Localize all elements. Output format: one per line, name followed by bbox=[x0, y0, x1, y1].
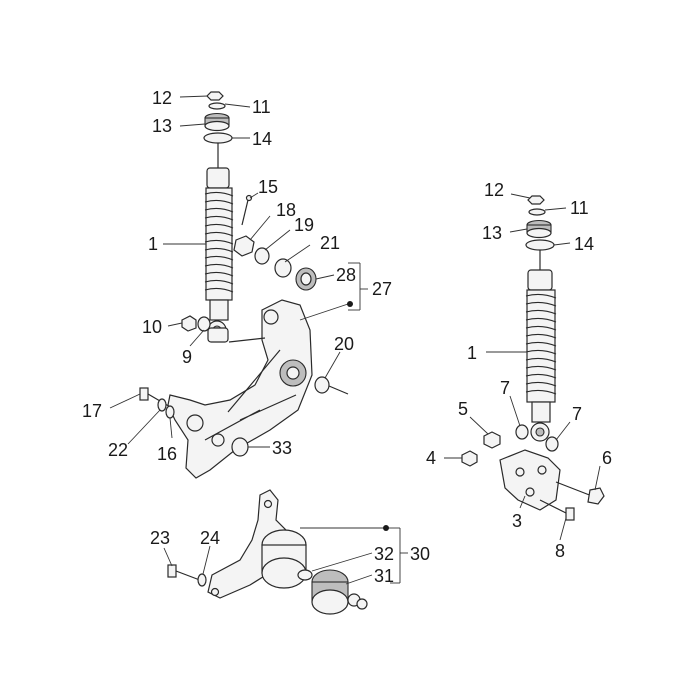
callout-8: 8 bbox=[555, 541, 565, 561]
callout-22: 22 bbox=[108, 440, 128, 460]
left-rubber-bush bbox=[204, 112, 230, 132]
washer-19 bbox=[254, 247, 270, 265]
callout-11-right: 11 bbox=[570, 198, 589, 218]
callout-labels: 12 11 13 14 15 18 1 19 21 28 27 10 9 20 … bbox=[82, 88, 612, 586]
washer-9 bbox=[197, 316, 211, 332]
callout-32: 32 bbox=[374, 544, 394, 564]
bolt-17 bbox=[139, 387, 173, 409]
callout-33: 33 bbox=[272, 438, 292, 458]
callout-3: 3 bbox=[512, 511, 522, 531]
callout-24: 24 bbox=[200, 528, 220, 548]
silent-block-31 bbox=[311, 569, 368, 615]
left-top-nut bbox=[206, 91, 224, 101]
callout-4: 4 bbox=[426, 448, 436, 468]
washer-22 bbox=[157, 398, 167, 412]
nut-18 bbox=[233, 235, 255, 257]
callout-12-left: 12 bbox=[152, 88, 172, 108]
callout-1-right: 1 bbox=[467, 343, 477, 363]
nut-10 bbox=[181, 315, 197, 332]
callout-30: 30 bbox=[410, 544, 430, 564]
nut-4 bbox=[461, 450, 478, 467]
bolt-8 bbox=[539, 499, 575, 521]
callout-10: 10 bbox=[142, 317, 162, 337]
split-pin-15 bbox=[241, 194, 253, 226]
callout-5: 5 bbox=[458, 399, 468, 419]
washer-24 bbox=[197, 573, 207, 587]
callout-19: 19 bbox=[294, 215, 314, 235]
callout-7-left: 7 bbox=[500, 378, 510, 398]
callout-1-left: 1 bbox=[148, 234, 158, 254]
bolt-6 bbox=[555, 481, 605, 505]
callout-23: 23 bbox=[150, 528, 170, 548]
left-cup-washer bbox=[203, 132, 233, 144]
callout-9: 9 bbox=[182, 347, 192, 367]
callout-12-right: 12 bbox=[484, 180, 504, 200]
lower-mount-bracket bbox=[207, 489, 301, 599]
right-shock-spring bbox=[525, 289, 557, 403]
leader-lines bbox=[109, 95, 601, 585]
callout-31: 31 bbox=[374, 566, 394, 586]
callout-14-left: 14 bbox=[252, 129, 272, 149]
bearing-28 bbox=[295, 267, 317, 291]
callout-14-right: 14 bbox=[574, 234, 594, 254]
callout-20: 20 bbox=[334, 334, 354, 354]
callout-13-right: 13 bbox=[482, 223, 502, 243]
ring-32 bbox=[297, 569, 313, 581]
callout-21: 21 bbox=[320, 233, 340, 253]
left-shock-spring bbox=[204, 187, 234, 301]
bush-7a bbox=[515, 424, 529, 440]
right-shock-assembly bbox=[525, 195, 557, 442]
callout-18: 18 bbox=[276, 200, 296, 220]
washer-21 bbox=[274, 258, 292, 278]
right-lower-bracket bbox=[499, 449, 561, 511]
callout-16: 16 bbox=[157, 444, 177, 464]
left-top-washer bbox=[208, 102, 226, 110]
washer-16 bbox=[165, 405, 175, 419]
nut-5 bbox=[483, 431, 501, 449]
group-markers bbox=[347, 301, 389, 531]
callout-27: 27 bbox=[372, 279, 392, 299]
callout-28: 28 bbox=[336, 265, 356, 285]
left-shock-assembly bbox=[181, 91, 317, 340]
callout-13-left: 13 bbox=[152, 116, 172, 136]
bush-7b bbox=[545, 436, 559, 452]
callout-17: 17 bbox=[82, 401, 102, 421]
swing-arm-bracket bbox=[167, 299, 313, 479]
bolt-20 bbox=[314, 376, 349, 395]
callout-11-left: 11 bbox=[252, 97, 271, 117]
bush-33 bbox=[231, 437, 249, 457]
bush-housing-30 bbox=[261, 529, 307, 589]
callout-6: 6 bbox=[602, 448, 612, 468]
callout-7-right: 7 bbox=[572, 404, 582, 424]
callout-15: 15 bbox=[258, 177, 278, 197]
